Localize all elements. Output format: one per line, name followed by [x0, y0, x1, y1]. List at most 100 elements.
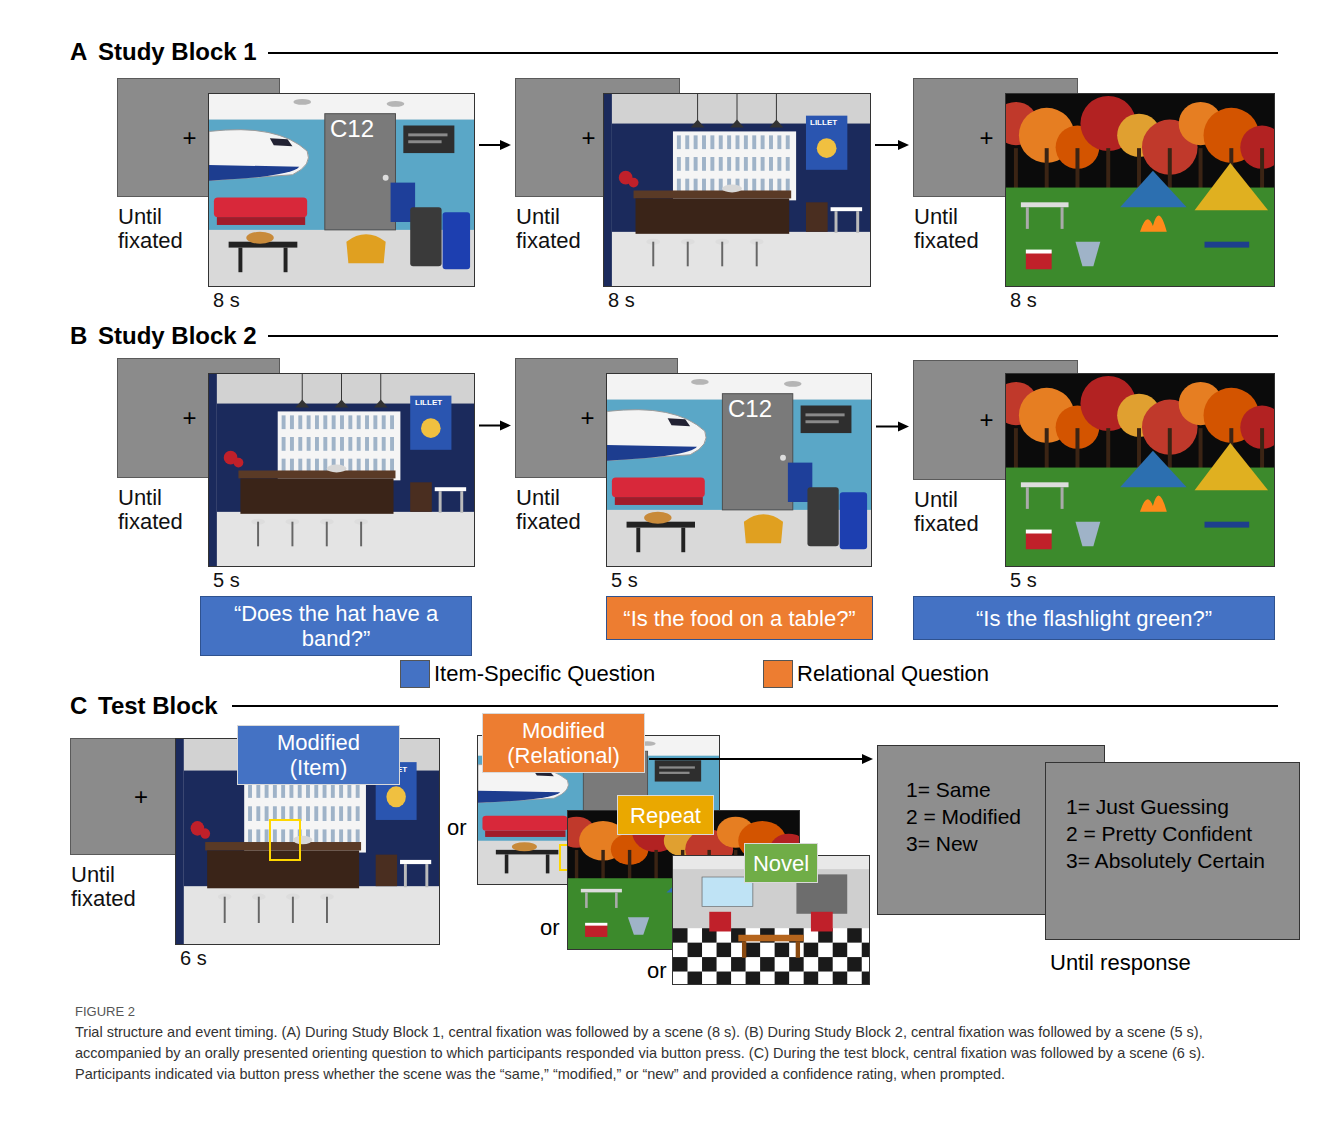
illustration-part [209, 374, 474, 566]
duration-label: 5 s [1010, 569, 1037, 591]
illustration-part [339, 783, 343, 798]
illustration-part [736, 157, 740, 171]
illustration-part [1120, 451, 1187, 487]
illustration-part [655, 760, 701, 781]
illustration-part [387, 101, 405, 107]
illustration-part [373, 415, 377, 429]
arrow-shaft [479, 144, 501, 146]
illustration-part [373, 459, 377, 473]
illustration-part [314, 783, 318, 798]
question-box: “Is the flashlight green?” [913, 596, 1275, 640]
illustration-part [365, 437, 369, 451]
illustration-part [744, 135, 748, 149]
tag-text: Novel [753, 851, 809, 876]
illustration-part [770, 120, 784, 128]
scene-image: 5 sLILLET [208, 373, 475, 567]
illustration-part [357, 437, 361, 451]
condition-tag: Modified (Item) [237, 725, 400, 785]
illustration-part [702, 179, 706, 193]
illustration-part [1021, 202, 1069, 207]
illustration-part [357, 415, 361, 429]
illustration-part [612, 477, 705, 497]
illustration-part [730, 120, 744, 128]
illustration-part [644, 512, 671, 524]
illustration-part [347, 829, 351, 844]
illustration-part [284, 248, 288, 273]
illustration-part [505, 854, 509, 873]
illustration-part [652, 242, 654, 267]
timing-note: Until response [1050, 950, 1191, 976]
question-text: “Does the hat have a band?” [207, 601, 465, 651]
illustration-part [840, 492, 867, 549]
illustration-part [224, 897, 226, 923]
illustration-part [634, 190, 792, 198]
illustration-part [376, 855, 397, 887]
illustration-part [847, 928, 862, 942]
illustration-part [1075, 522, 1100, 547]
illustration-part [1168, 148, 1172, 192]
illustration-part [374, 400, 388, 408]
scene-picture [1006, 94, 1274, 286]
illustration-part [673, 957, 688, 971]
scene-image: 8 sC12 [208, 93, 475, 287]
illustration-part [1205, 242, 1250, 248]
illustration-part [1075, 148, 1079, 192]
illustration-part [281, 783, 285, 798]
illustration-part [289, 783, 293, 798]
timing-note: Until fixated [118, 486, 204, 534]
illustration-part [217, 217, 305, 225]
illustration-part [738, 935, 803, 942]
illustration-part [421, 418, 441, 438]
illustration-part [835, 211, 838, 233]
legend-swatch [400, 660, 430, 688]
panel-heading: Study Block 1 [98, 38, 257, 66]
illustration-part [373, 437, 377, 451]
illustration-part [383, 175, 389, 181]
illustration-part [306, 806, 310, 821]
illustration-part [736, 135, 740, 149]
illustration-part [256, 829, 260, 844]
illustration-part [786, 157, 790, 171]
illustration-part [677, 157, 681, 171]
illustration-part [315, 437, 319, 451]
illustration-part [278, 411, 401, 480]
fixation-cross: + [979, 124, 995, 152]
gate-sign: C12 [330, 115, 374, 143]
illustration-part [331, 829, 335, 844]
illustration-part [784, 381, 802, 387]
illustration-part [460, 491, 463, 513]
illustration-part [769, 157, 773, 171]
timing-note: Until fixated [118, 205, 204, 253]
illustration-part [410, 207, 441, 266]
illustration-part [801, 406, 852, 434]
illustration-part [685, 135, 689, 149]
legend-swatch [763, 660, 793, 688]
sequence-arrow [876, 422, 909, 432]
duration-label: 8 s [213, 289, 240, 311]
illustration-part [789, 957, 804, 971]
illustration-part [1260, 148, 1264, 192]
panel-rule [232, 705, 1278, 707]
illustration-part [410, 482, 432, 512]
illustration-part [265, 829, 269, 844]
illustration-part [314, 806, 318, 821]
illustration-part [1045, 428, 1049, 472]
illustration-part [776, 94, 777, 122]
illustration-part [1195, 163, 1268, 210]
illustration-part [688, 943, 703, 957]
timing-note: Until fixated [516, 486, 602, 534]
illustration-part [717, 943, 732, 957]
question-text: “Is the flashlight green?” [976, 606, 1212, 631]
legend-text: Item-Specific Question [434, 661, 655, 687]
illustration-part [710, 179, 714, 193]
illustration-part [607, 410, 706, 461]
illustration-part [731, 957, 746, 971]
timing-note: Until fixated [914, 488, 1000, 536]
illustration-part [1014, 428, 1018, 472]
sequence-arrow [479, 140, 511, 150]
illustration-part [478, 791, 560, 803]
illustration-part [856, 211, 859, 233]
illustration-part [1195, 443, 1268, 490]
illustration-part [347, 806, 351, 821]
illustration-part [710, 157, 714, 171]
